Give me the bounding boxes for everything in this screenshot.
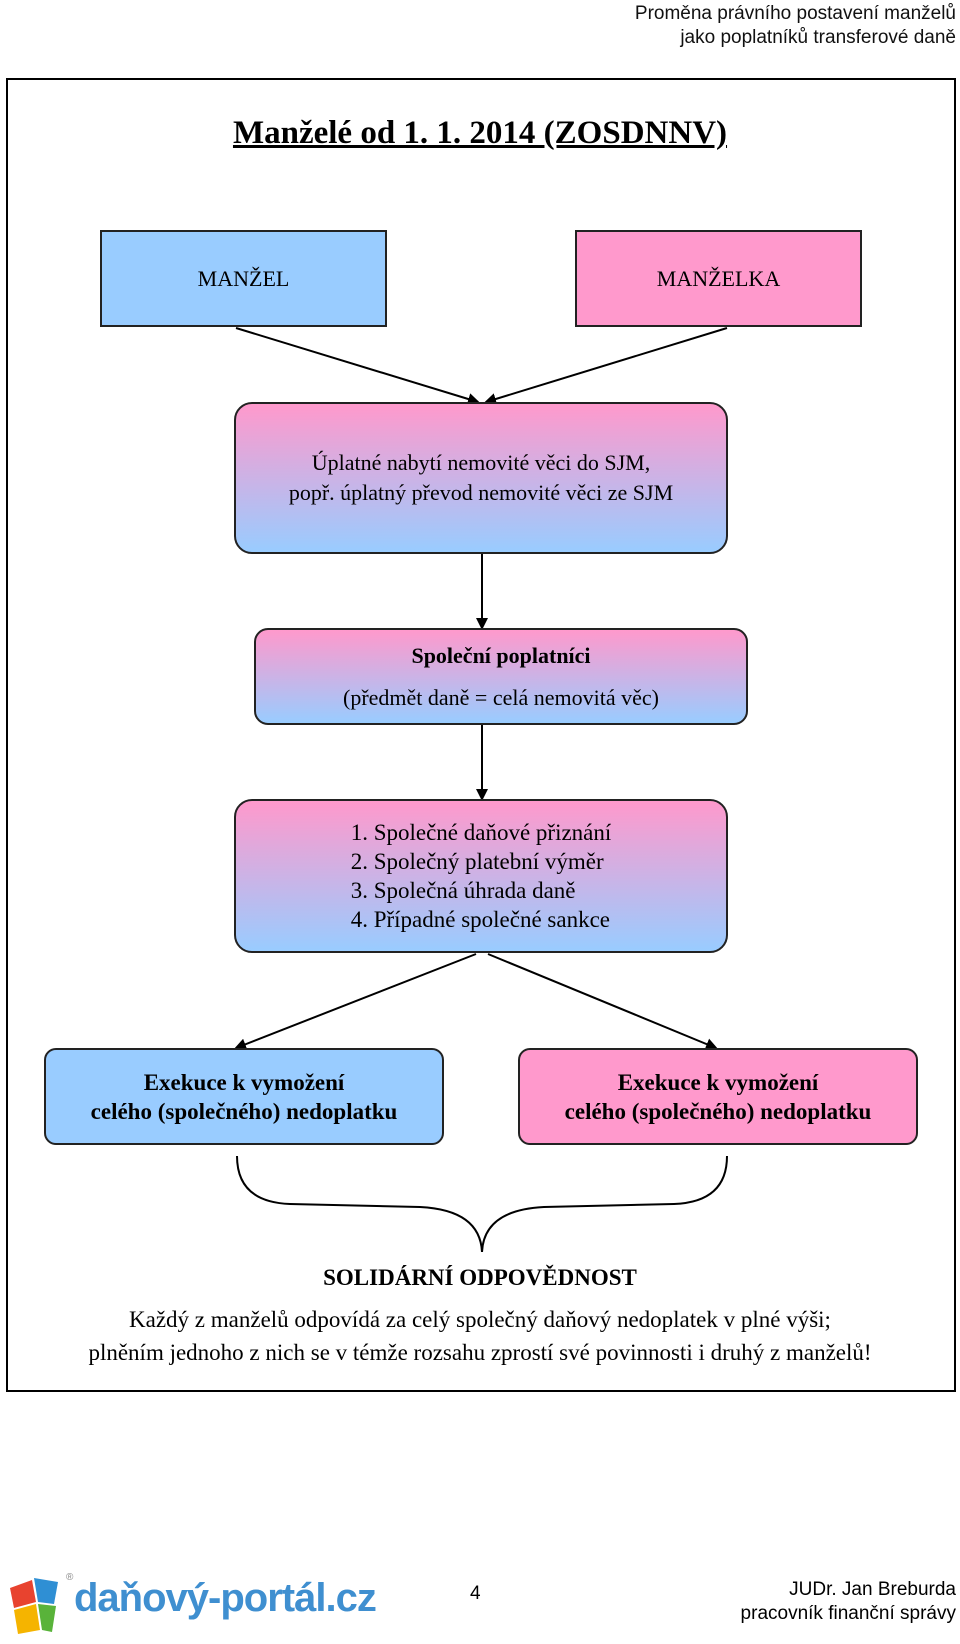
header-line-2: jako poplatníků transferové daně <box>680 27 956 48</box>
acquisition-line-1: Úplatné nabytí nemovité věci do SJM, <box>311 450 651 475</box>
obligation-item: 2. Společný platební výměr <box>350 849 604 874</box>
wife-box: MANŽELKA <box>575 230 862 327</box>
arrow-husband-to-acquisition <box>235 327 480 405</box>
diagram-frame <box>6 78 956 1392</box>
arrow-obligations-to-right-execution <box>487 953 718 1050</box>
header-line-1: Proměna právního postavení manželů <box>634 3 956 24</box>
arrow-obligations-to-left-execution <box>234 953 477 1050</box>
execution-left-line-1: Exekuce k vymožení <box>143 1069 345 1095</box>
execution-right-line-1: Exekuce k vymožení <box>617 1069 819 1095</box>
danovy-portal-logo: ® daňový-portál.cz <box>6 1572 377 1638</box>
solidarity-line-1: Každý z manželů odpovídá za celý společn… <box>129 1307 831 1332</box>
execution-left-box: Exekuce k vymožení celého (společného) n… <box>44 1048 444 1145</box>
author-role: pracovník finanční správy <box>740 1603 956 1624</box>
logo-text: daňový-portál.cz <box>74 1576 377 1620</box>
co-payers-box: Společní poplatníci (předmět daně = celá… <box>254 628 748 725</box>
logo-registered-mark: ® <box>66 1572 74 1583</box>
solidarity-brace <box>236 1155 728 1253</box>
diagram-title: Manželé od 1. 1. 2014 (ZOSDNNV) <box>232 115 728 151</box>
execution-left-line-2: celého (společného) nedoplatku <box>90 1098 398 1124</box>
obligation-item: 4. Případné společné sankce <box>350 907 611 932</box>
co-payers-subtitle: (předmět daně = celá nemovitá věc) <box>343 684 659 710</box>
author-name: JUDr. Jan Breburda <box>789 1579 956 1600</box>
husband-label: MANŽEL <box>197 265 290 291</box>
co-payers-title: Společní poplatníci <box>411 642 591 668</box>
wife-label: MANŽELKA <box>656 265 781 291</box>
page-number: 4 <box>470 1583 481 1604</box>
obligation-item: 3. Společná úhrada daně <box>350 878 576 903</box>
solidarity-text: Každý z manželů odpovídá za celý společn… <box>0 1303 960 1369</box>
acquisition-box: Úplatné nabytí nemovité věci do SJM, pop… <box>234 402 728 554</box>
execution-right-line-2: celého (společného) nedoplatku <box>564 1098 872 1124</box>
arrow-wife-to-acquisition <box>484 327 728 405</box>
execution-right-box: Exekuce k vymožení celého (společného) n… <box>518 1048 918 1145</box>
acquisition-line-2: popř. úplatný převod nemovité věci ze SJ… <box>288 480 674 505</box>
portal-logo-icon <box>10 1578 58 1634</box>
footer-author: JUDr. Jan Breburda pracovník finanční sp… <box>741 1578 956 1626</box>
husband-box: MANŽEL <box>100 230 387 327</box>
obligation-item: 1. Společné daňové přiznání <box>350 820 612 845</box>
solidarity-title: SOLIDÁRNÍ ODPOVĚDNOST <box>323 1265 637 1290</box>
solidarity-line-2: plněním jednoho z nich se v témže rozsah… <box>88 1340 872 1365</box>
obligations-box: 1. Společné daňové přiznání 2. Společný … <box>234 799 728 953</box>
obligations-list: 1. Společné daňové přiznání 2. Společný … <box>351 818 612 934</box>
page-header: Proměna právního postavení manželů jako … <box>635 2 956 50</box>
